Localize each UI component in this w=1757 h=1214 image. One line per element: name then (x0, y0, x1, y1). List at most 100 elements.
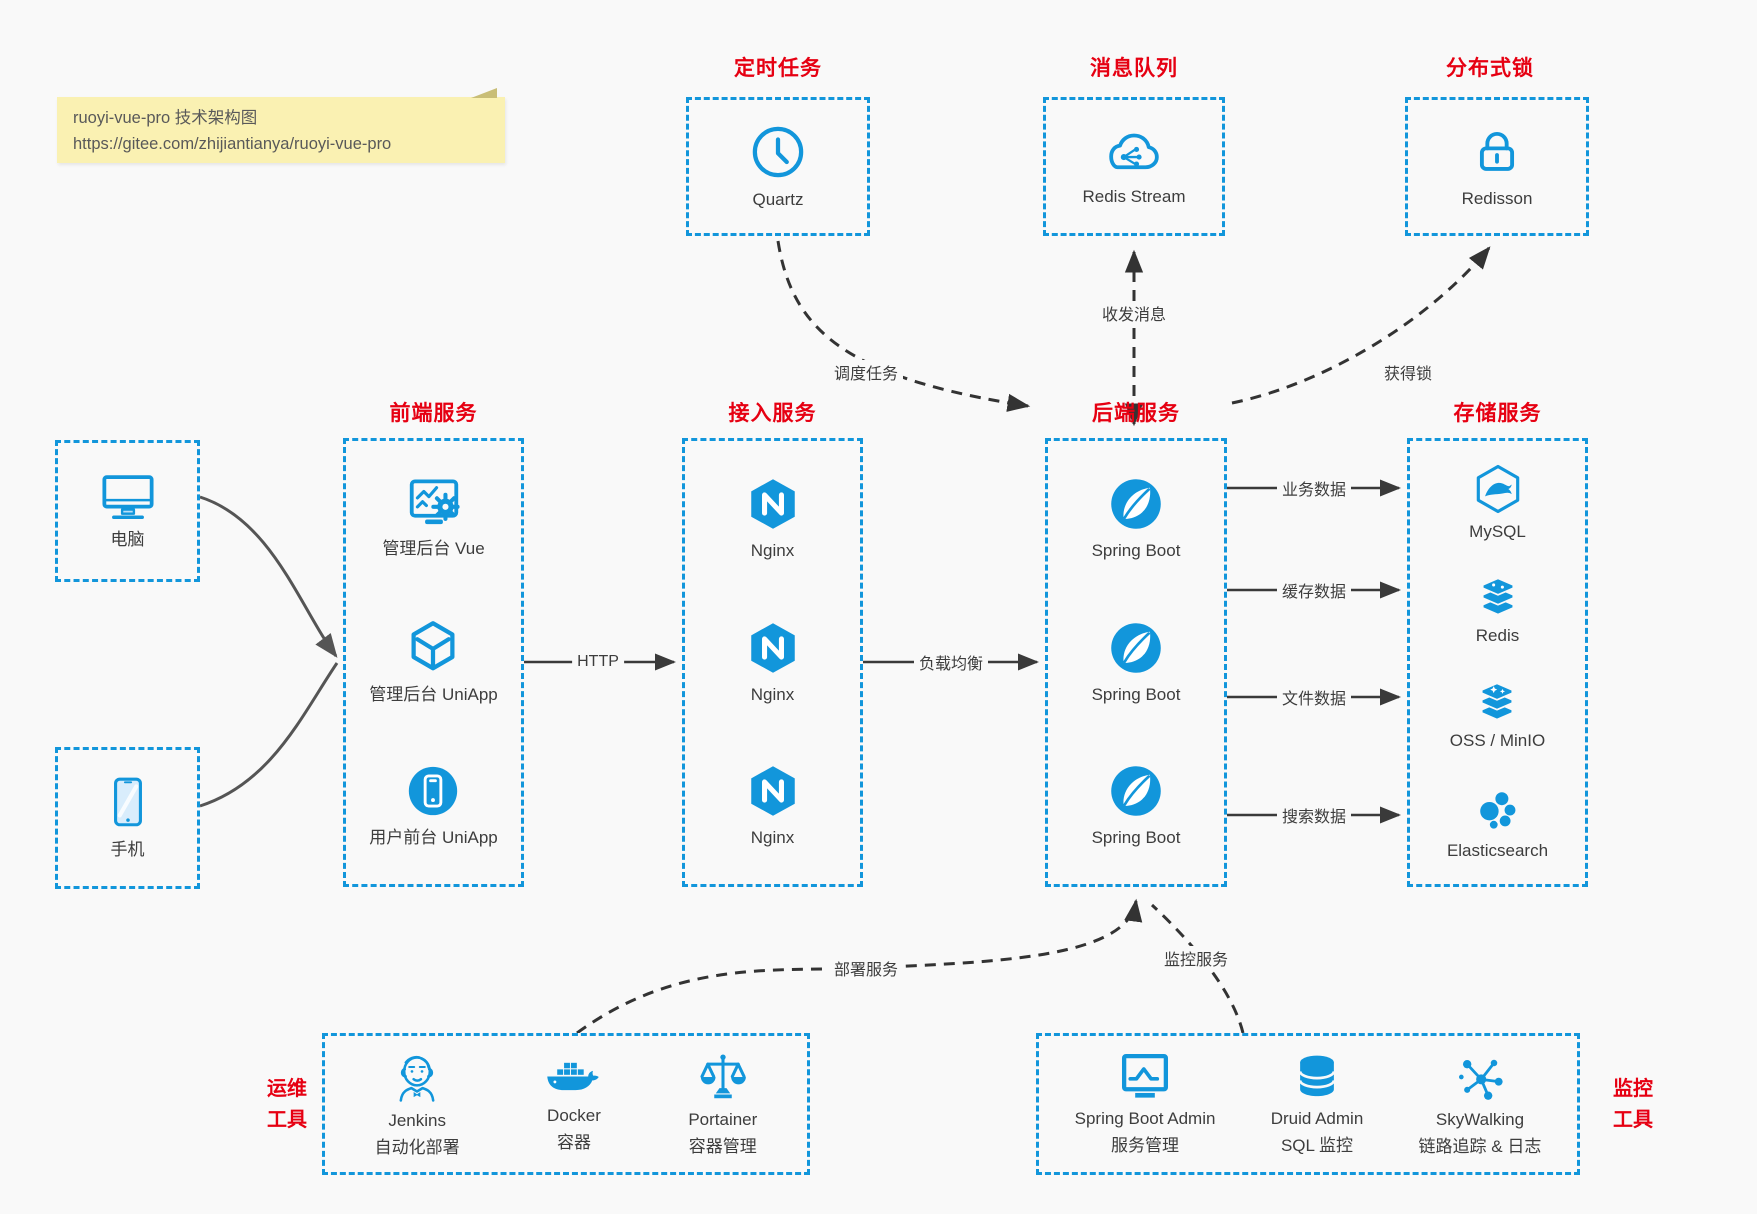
mobile-icon (103, 774, 153, 832)
pc-item: 电脑 (97, 470, 159, 552)
lock-title: 分布式锁 (1446, 57, 1534, 80)
skywalking-label: SkyWalking (1435, 1110, 1525, 1130)
monitor-service-arrow (1150, 903, 1245, 1034)
sba-item: Spring Boot Admin 服务管理 (1074, 1050, 1216, 1158)
springboot-label-2: Spring Boot (1091, 684, 1181, 704)
cache-data-label: 缓存数据 (1276, 578, 1352, 602)
client-arrows (199, 495, 339, 808)
nginx-item-2: Nginx (744, 619, 802, 707)
schedule-task-label: 调度任务 (828, 360, 904, 384)
topology-icon (1452, 1049, 1508, 1105)
quartz-box: Quartz (686, 97, 870, 236)
docker-item: Docker 容器 (543, 1053, 605, 1155)
monitor-service-label: 监控服务 (1158, 946, 1234, 970)
http-label: HTTP (572, 653, 624, 671)
sticky-note: ruoyi-vue-pro 技术架构图 https://gitee.com/zh… (57, 88, 505, 163)
load-balance-label: 负载均衡 (913, 650, 989, 674)
user-app-icon (404, 762, 462, 820)
elasticsearch-label: Elasticsearch (1446, 840, 1549, 860)
pc-label: 电脑 (110, 530, 145, 550)
nginx-icon (744, 619, 802, 677)
desktop-icon (97, 470, 159, 522)
backend-title: 后端服务 (1092, 402, 1180, 425)
ops-tools-title: 运维 工具 (267, 1078, 307, 1131)
quartz-item: Quartz (748, 122, 808, 212)
springboot-item-2: Spring Boot (1091, 619, 1181, 707)
storage-box: MySQL Redis (1407, 438, 1588, 887)
gateway-box: Nginx Nginx Nginx (682, 438, 863, 887)
nginx-item-1: Nginx (744, 475, 802, 563)
send-receive-msg-label: 收发消息 (1096, 301, 1172, 325)
scheduler-title: 定时任务 (734, 57, 822, 80)
spring-icon (1107, 762, 1165, 820)
sba-label: Spring Boot Admin (1074, 1109, 1216, 1129)
redis-icon (1471, 574, 1525, 620)
redisson-box: Redisson (1405, 97, 1589, 236)
note-title: ruoyi-vue-pro 技术架构图 (73, 109, 258, 127)
portainer-item: Portainer 容器管理 (688, 1049, 757, 1159)
springboot-item-1: Spring Boot (1091, 475, 1181, 563)
docker-label: Docker (547, 1106, 601, 1126)
docker-icon (543, 1053, 605, 1101)
jenkins-label: Jenkins (388, 1111, 446, 1131)
admin-vue-item: 管理后台 Vue (382, 475, 485, 561)
gateway-title: 接入服务 (728, 402, 817, 425)
nginx-item-3: Nginx (744, 762, 802, 850)
oss-icon (1470, 679, 1524, 725)
ops-tools-box: Jenkins 自动化部署 Docker 容器 (322, 1033, 810, 1175)
frontend-title: 前端服务 (389, 402, 478, 425)
redis-stream-item: Redis Stream (1082, 125, 1186, 209)
sba-desc: 服务管理 (1111, 1136, 1180, 1155)
druid-desc: SQL 监控 (1280, 1136, 1354, 1155)
admin-monitor-icon (1115, 1050, 1175, 1104)
nginx-label-1: Nginx (750, 540, 795, 560)
cube-icon (403, 617, 463, 677)
oss-item: OSS / MinIO (1450, 679, 1545, 753)
monitoring-tools-title: 监控 工具 (1613, 1078, 1653, 1131)
cloud-stream-icon (1101, 125, 1167, 179)
skywalking-desc: 链路追踪 & 日志 (1418, 1137, 1542, 1156)
springboot-label-3: Spring Boot (1091, 828, 1181, 848)
elasticsearch-icon (1471, 783, 1523, 835)
nginx-label-2: Nginx (750, 684, 795, 704)
search-data-label: 搜索数据 (1276, 803, 1352, 827)
pc-client-box: 电脑 (55, 440, 200, 582)
jenkins-icon (388, 1048, 446, 1106)
spring-icon (1107, 619, 1165, 677)
admin-uniapp-item: 管理后台 UniApp (369, 617, 498, 707)
mobile-label: 手机 (110, 840, 145, 860)
jenkins-desc: 自动化部署 (374, 1138, 460, 1157)
frontend-box: 管理后台 Vue 管理后台 UniApp (343, 438, 524, 887)
mobile-item: 手机 (103, 774, 153, 862)
storage-title: 存储服务 (1453, 402, 1542, 425)
admin-vue-label: 管理后台 Vue (382, 538, 485, 558)
nginx-label-3: Nginx (750, 828, 795, 848)
nginx-icon (744, 762, 802, 820)
user-uniapp-label: 用户前台 UniApp (369, 828, 498, 848)
database-icon (1290, 1050, 1344, 1104)
business-data-label: 业务数据 (1276, 476, 1352, 500)
portainer-desc: 容器管理 (688, 1137, 757, 1156)
springboot-label-1: Spring Boot (1091, 540, 1181, 560)
file-data-label: 文件数据 (1276, 685, 1352, 709)
redisson-item: Redisson (1461, 123, 1533, 211)
portainer-label: Portainer (688, 1110, 758, 1130)
redis-stream-label: Redis Stream (1082, 186, 1186, 206)
springboot-item-3: Spring Boot (1091, 762, 1181, 850)
backend-box: Spring Boot Spring Boot Spring Boot (1045, 438, 1227, 887)
admin-uniapp-label: 管理后台 UniApp (369, 684, 498, 704)
redisson-label: Redisson (1461, 188, 1533, 208)
jenkins-item: Jenkins 自动化部署 (375, 1048, 460, 1160)
note-fold-corner (471, 88, 497, 98)
mysql-label: MySQL (1469, 522, 1526, 542)
docker-desc: 容器 (556, 1133, 591, 1152)
quartz-label: Quartz (752, 189, 804, 209)
lock-icon (1468, 123, 1526, 181)
mysql-item: MySQL (1469, 462, 1526, 544)
oss-minio-label: OSS / MinIO (1449, 730, 1546, 750)
admin-vue-icon (403, 475, 465, 531)
redis-item: Redis (1471, 574, 1525, 648)
monitoring-tools-box: Spring Boot Admin 服务管理 Druid Admin SQL 监… (1036, 1033, 1580, 1175)
mq-title: 消息队列 (1090, 57, 1178, 80)
